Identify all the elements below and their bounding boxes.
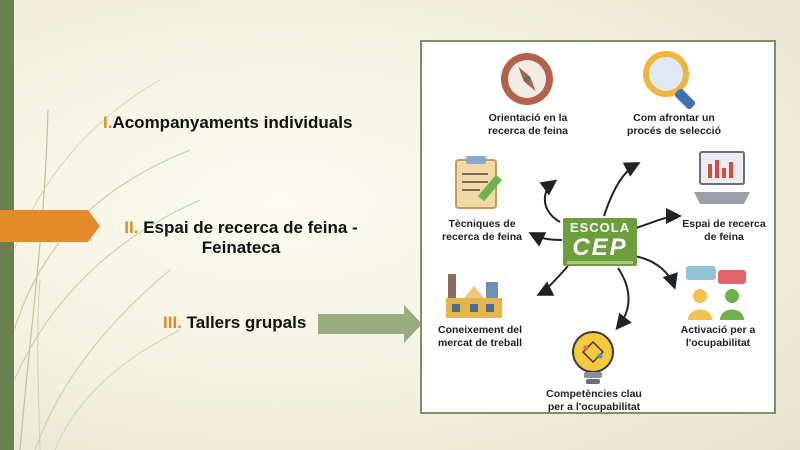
item-label: Tallers grupals [186,313,307,332]
list-item-espai-recerca: II. Espai de recerca de feina - Feinatec… [106,218,376,258]
node-espai-recerca: Espai de recerca de feina [674,218,774,244]
node-coneixement: Coneixement del mercat de treball [426,324,534,350]
list-item-tallers: III. Tallers grupals [163,313,306,333]
node-label-line2: per a l'ocupabilitat [547,401,641,413]
item-label-line1: Espai de recerca de feina - [143,218,358,237]
node-label-line1: Tècniques de [448,218,516,230]
node-label-line2: mercat de treball [437,337,523,349]
node-label-line1: Com afrontar un [633,112,715,124]
escola-cep-diagram: ESCOLA CEP Orientació en la recerca de f… [420,40,776,414]
node-label-line1: Coneixement del [437,324,523,336]
compass-icon [501,53,553,105]
people-chat-icon [686,266,746,320]
node-activacio: Activació per a l'ocupabilitat [662,324,774,350]
item-number: II. [124,218,139,237]
factory-icon [446,274,502,318]
item-label-line2: Feinateca [201,238,281,257]
clipboard-pencil-icon [455,156,503,209]
logo-tagline-bar [567,261,633,264]
magnifier-icon [643,51,696,110]
lightbulb-puzzle-icon [572,331,614,384]
node-label-line2: recerca de feina [488,125,568,137]
list-item-acompanyaments: I.Acompanyaments individuals [103,113,352,133]
node-label-line1: Activació per a [680,324,756,336]
node-label-line1: Competències clau [546,388,642,400]
node-com-afrontar: Com afrontar un procés de selecció [616,112,732,138]
node-label-line1: Espai de recerca [682,218,766,230]
logo-text-cep: CEP [572,234,628,261]
node-label-line2: recerca de feina [442,231,522,243]
computer-monitor-icon [694,151,750,204]
escola-cep-logo: ESCOLA CEP [563,218,637,266]
node-label-line2: procés de selecció [627,125,721,137]
circular-arrows [528,162,682,331]
green-pointer-arrow [318,305,422,343]
node-label-line1: Orientació en la [488,112,568,124]
node-label-line2: de feina [704,231,744,243]
item-number: III. [163,313,182,332]
orange-highlight-tab [0,210,100,242]
node-tecniques: Tècniques de recerca de feina [430,218,534,244]
node-label-line2: l'ocupabilitat [685,337,751,349]
logo-text-escola: ESCOLA [569,220,631,235]
item-label: Acompanyaments individuals [112,113,353,132]
node-orientacio: Orientació en la recerca de feina [474,112,582,138]
item-number: I. [103,113,113,132]
node-competencies: Competències clau per a l'ocupabilitat [532,388,656,414]
